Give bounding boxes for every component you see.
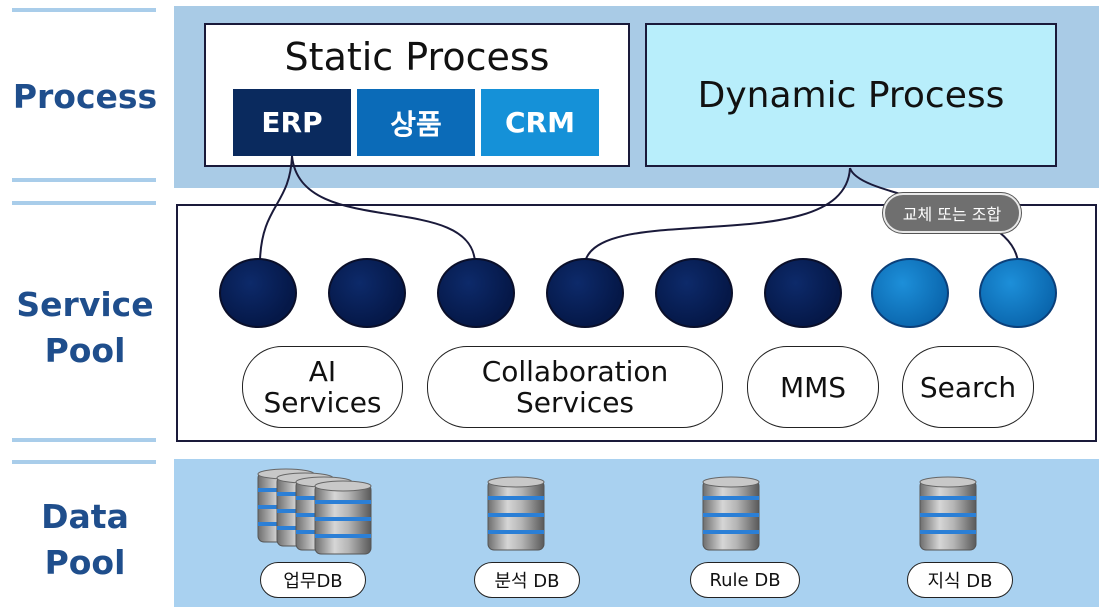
database-icon-knowledge <box>919 476 977 551</box>
mms-label: MMS <box>779 370 847 404</box>
layer-label-pool: Pool <box>44 331 126 370</box>
db-label-rule[interactable]: Rule DB <box>690 562 800 598</box>
layer-label-service-pool: Service Pool <box>0 282 170 374</box>
dynamic-process-box: Dynamic Process <box>645 23 1057 167</box>
database-icon-analysis <box>487 476 545 551</box>
erp-to-node1-line <box>259 155 293 261</box>
layer-label-service: Service <box>16 285 154 324</box>
crm-button[interactable]: CRM <box>481 89 599 156</box>
static-process-title: Static Process <box>284 35 550 79</box>
erp-button[interactable]: ERP <box>233 89 351 156</box>
mms-pill[interactable]: MMS <box>747 346 879 428</box>
collaboration-services-pill[interactable]: Collaboration Services <box>427 346 723 428</box>
service-node[interactable] <box>328 258 406 328</box>
database-icon-work-4 <box>314 480 372 555</box>
separator <box>12 201 156 205</box>
layer-label-process-text: Process <box>12 77 158 116</box>
db-label-analysis[interactable]: 분석 DB <box>474 562 580 598</box>
service-node[interactable] <box>219 258 297 328</box>
ai-services-line1: AI <box>308 355 337 388</box>
db-label-work[interactable]: 업무DB <box>260 562 366 598</box>
erp-to-node3-line <box>291 155 476 263</box>
ai-services-line2: Services <box>263 386 382 419</box>
layer-label-data: Data <box>41 497 129 536</box>
service-node[interactable] <box>546 258 624 328</box>
dynamic-to-node4-line <box>584 167 851 263</box>
service-node[interactable] <box>655 258 733 328</box>
layer-label-data-pool: Data Pool <box>0 494 170 586</box>
database-icon-rule <box>702 476 760 551</box>
search-pill[interactable]: Search <box>902 346 1034 428</box>
service-node[interactable] <box>437 258 515 328</box>
service-node-highlight[interactable] <box>871 258 949 328</box>
layer-label-pool2: Pool <box>44 543 126 582</box>
search-label: Search <box>919 370 1017 404</box>
separator <box>12 8 156 12</box>
service-node[interactable] <box>764 258 842 328</box>
replace-or-combine-tag: 교체 또는 조합 <box>883 193 1021 233</box>
product-button[interactable]: 상품 <box>357 89 475 156</box>
separator <box>12 438 156 442</box>
service-node-highlight[interactable] <box>979 258 1057 328</box>
collaboration-services-line2: Services <box>515 386 635 419</box>
layer-label-process: Process <box>0 74 170 120</box>
dynamic-process-title: Dynamic Process <box>697 74 1005 116</box>
separator <box>12 178 156 182</box>
db-label-knowledge[interactable]: 지식 DB <box>907 562 1013 598</box>
separator <box>12 460 156 464</box>
collaboration-services-line1: Collaboration <box>481 355 669 388</box>
ai-services-pill[interactable]: AI Services <box>242 346 403 428</box>
